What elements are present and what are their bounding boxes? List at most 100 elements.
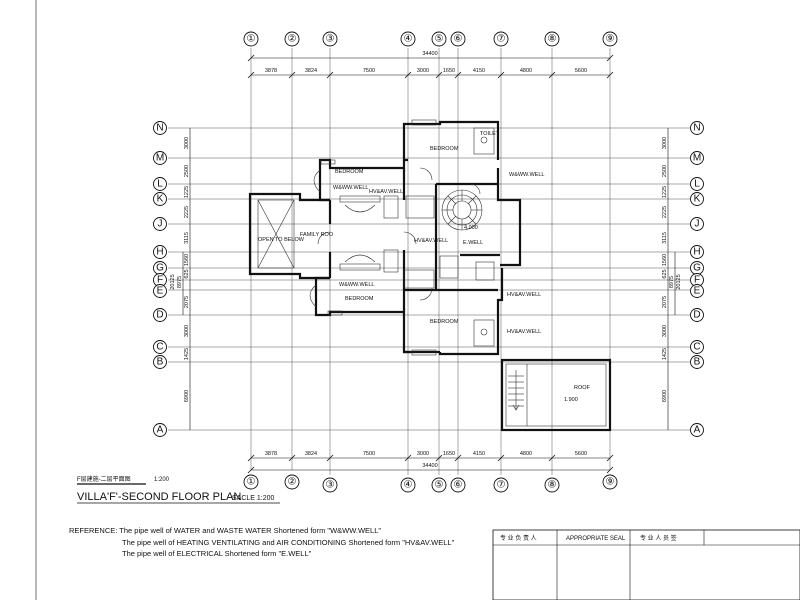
- reference-line-3: The pipe well of ELECTRICAL Shortened fo…: [122, 549, 312, 558]
- open-to-below-void: [257, 199, 295, 269]
- dim-top-7: 4800: [520, 68, 532, 74]
- dim-left-8: 2075: [184, 296, 190, 308]
- row-grid-lines: [168, 127, 690, 431]
- dim-right-5: 3115: [662, 232, 668, 244]
- room-open-to-below: OPEN TO BELOW: [258, 237, 305, 243]
- dim-right-2: 2500: [662, 165, 668, 177]
- dim-left-total-b: 20125: [170, 274, 176, 289]
- top-dimensions: 34400 3878 3824 7500 3000 1650 4150 4800…: [247, 51, 614, 79]
- dim-right-7: 625: [662, 269, 668, 278]
- room-hvac-1: HV&AV.WELL: [369, 189, 403, 195]
- reference-line-2: The pipe well of HEATING VENTILATING and…: [122, 538, 455, 547]
- col-bubble-5-top: ⑤: [435, 34, 444, 45]
- column-grid-lines: [250, 48, 611, 475]
- row-bubble-G-right: G: [693, 263, 701, 274]
- row-bubble-M-left: M: [156, 153, 164, 164]
- room-family: FAMILY ROO: [300, 232, 334, 238]
- row-bubble-G-left: G: [156, 263, 164, 274]
- row-bubble-N-left: N: [156, 123, 163, 134]
- room-wwwell-2: W&WW.WELL: [339, 282, 374, 288]
- row-bubble-L-left: L: [157, 179, 163, 190]
- room-roof: ROOF: [574, 385, 591, 391]
- titleblock-cell-2: APPROPRIATE SEAL: [566, 536, 626, 542]
- dim-right-9: 3000: [662, 325, 668, 337]
- dim-left-total-a: 8975: [177, 276, 183, 288]
- dim-bottom-8: 5600: [575, 451, 587, 457]
- col-bubble-4-top: ④: [404, 34, 413, 45]
- col-bubble-6-top: ⑥: [454, 34, 463, 45]
- row-bubble-B-left: B: [157, 357, 164, 368]
- col-bubble-1-top: ①: [247, 34, 256, 45]
- col-bubble-5-bottom: ⑤: [435, 480, 444, 491]
- dim-top-1: 3878: [265, 68, 277, 74]
- left-dimensions: 3000 2500 1225 2225 3115 1560 625 2075 3…: [170, 128, 191, 430]
- drawing-cn-label: F层建施-二层平面图: [77, 475, 131, 483]
- col-bubble-3-top: ③: [326, 34, 335, 45]
- room-mezz-level: 4.000: [464, 225, 478, 231]
- row-bubble-C-left: C: [156, 342, 163, 353]
- row-bubble-A-right: A: [694, 425, 701, 436]
- dim-left-4: 2225: [184, 206, 190, 218]
- titleblock-cell-1: 专 业 负 责 人: [500, 534, 537, 542]
- dim-bottom-6: 4150: [473, 451, 485, 457]
- row-bubble-N-right: N: [693, 123, 700, 134]
- dim-top-8: 5600: [575, 68, 587, 74]
- room-hvac-3: HV&AV.WELL: [507, 292, 541, 298]
- dim-right-1: 3000: [662, 137, 668, 149]
- dim-left-3: 1225: [184, 186, 190, 198]
- row-bubble-J-right: J: [695, 219, 700, 230]
- dim-left-6: 1560: [184, 254, 190, 266]
- row-bubble-M-right: M: [693, 153, 701, 164]
- dim-left-2: 2500: [184, 165, 190, 177]
- dim-top-3: 7500: [363, 68, 375, 74]
- row-bubble-H-right: H: [693, 247, 700, 258]
- dim-top-5: 1650: [443, 68, 455, 74]
- plan-scale: SACLE 1:200: [232, 495, 275, 502]
- col-bubble-6-bottom: ⑥: [454, 480, 463, 491]
- row-bubbles-left: N M L K J H G F E D C B A: [153, 121, 167, 437]
- col-bubble-2-top: ②: [288, 34, 297, 45]
- row-bubble-B-right: B: [694, 357, 701, 368]
- row-bubble-J-left: J: [158, 219, 163, 230]
- right-dimensions: 3000 2500 1225 2225 3115 1560 625 2075 3…: [662, 128, 682, 430]
- room-roof-level: 1.900: [564, 397, 578, 403]
- room-wwwell-1: W&WW.WELL: [333, 185, 368, 191]
- dim-right-6: 1560: [662, 254, 668, 266]
- dim-bottom-2: 3824: [305, 451, 317, 457]
- room-bedroom-north: BEDROOM: [430, 146, 459, 152]
- col-bubble-8-top: ⑧: [548, 34, 557, 45]
- row-bubble-K-left: K: [157, 194, 164, 205]
- row-bubbles-right: N M L K J H G F E D C B A: [690, 121, 704, 437]
- total-width-bottom: 34400: [422, 463, 437, 469]
- col-bubble-8-bottom: ⑧: [548, 480, 557, 491]
- row-bubble-L-right: L: [694, 179, 700, 190]
- row-bubble-K-right: K: [694, 194, 701, 205]
- col-bubble-9-top: ⑨: [606, 34, 615, 45]
- room-bedroom-southwest: BEDROOM: [345, 296, 374, 302]
- row-bubble-C-right: C: [693, 342, 700, 353]
- dim-right-8: 2075: [662, 296, 668, 308]
- dim-right-total-a: 8975: [669, 276, 675, 288]
- dim-left-5: 3115: [184, 232, 190, 244]
- dim-right-10: 1425: [662, 348, 668, 360]
- dim-left-11: 6900: [184, 390, 190, 402]
- dim-left-9: 3000: [184, 325, 190, 337]
- dim-bottom-4: 3000: [417, 451, 429, 457]
- room-wwwell-3: W&WW.WELL: [509, 172, 544, 178]
- room-ewell: E.WELL: [463, 240, 483, 246]
- dim-bottom-5: 1650: [443, 451, 455, 457]
- row-bubble-H-left: H: [156, 247, 163, 258]
- column-bubbles-bottom: ① ② ③ ④ ⑤ ⑥ ⑦ ⑧ ⑨: [243, 474, 618, 493]
- dim-top-2: 3824: [305, 68, 317, 74]
- col-bubble-9-bottom: ⑨: [606, 477, 615, 488]
- reference-line-1: REFERENCE: The pipe well of WATER and WA…: [69, 526, 381, 535]
- dim-bottom-3: 7500: [363, 451, 375, 457]
- col-bubble-4-bottom: ④: [404, 480, 413, 491]
- dim-right-11: 6900: [662, 390, 668, 402]
- titleblock-cell-3: 专 业 人 员 签: [640, 534, 677, 542]
- bay-windows: [309, 119, 437, 356]
- col-bubble-7-bottom: ⑦: [497, 480, 506, 491]
- col-bubble-7-top: ⑦: [497, 34, 506, 45]
- dim-right-total-b: 20125: [676, 274, 682, 289]
